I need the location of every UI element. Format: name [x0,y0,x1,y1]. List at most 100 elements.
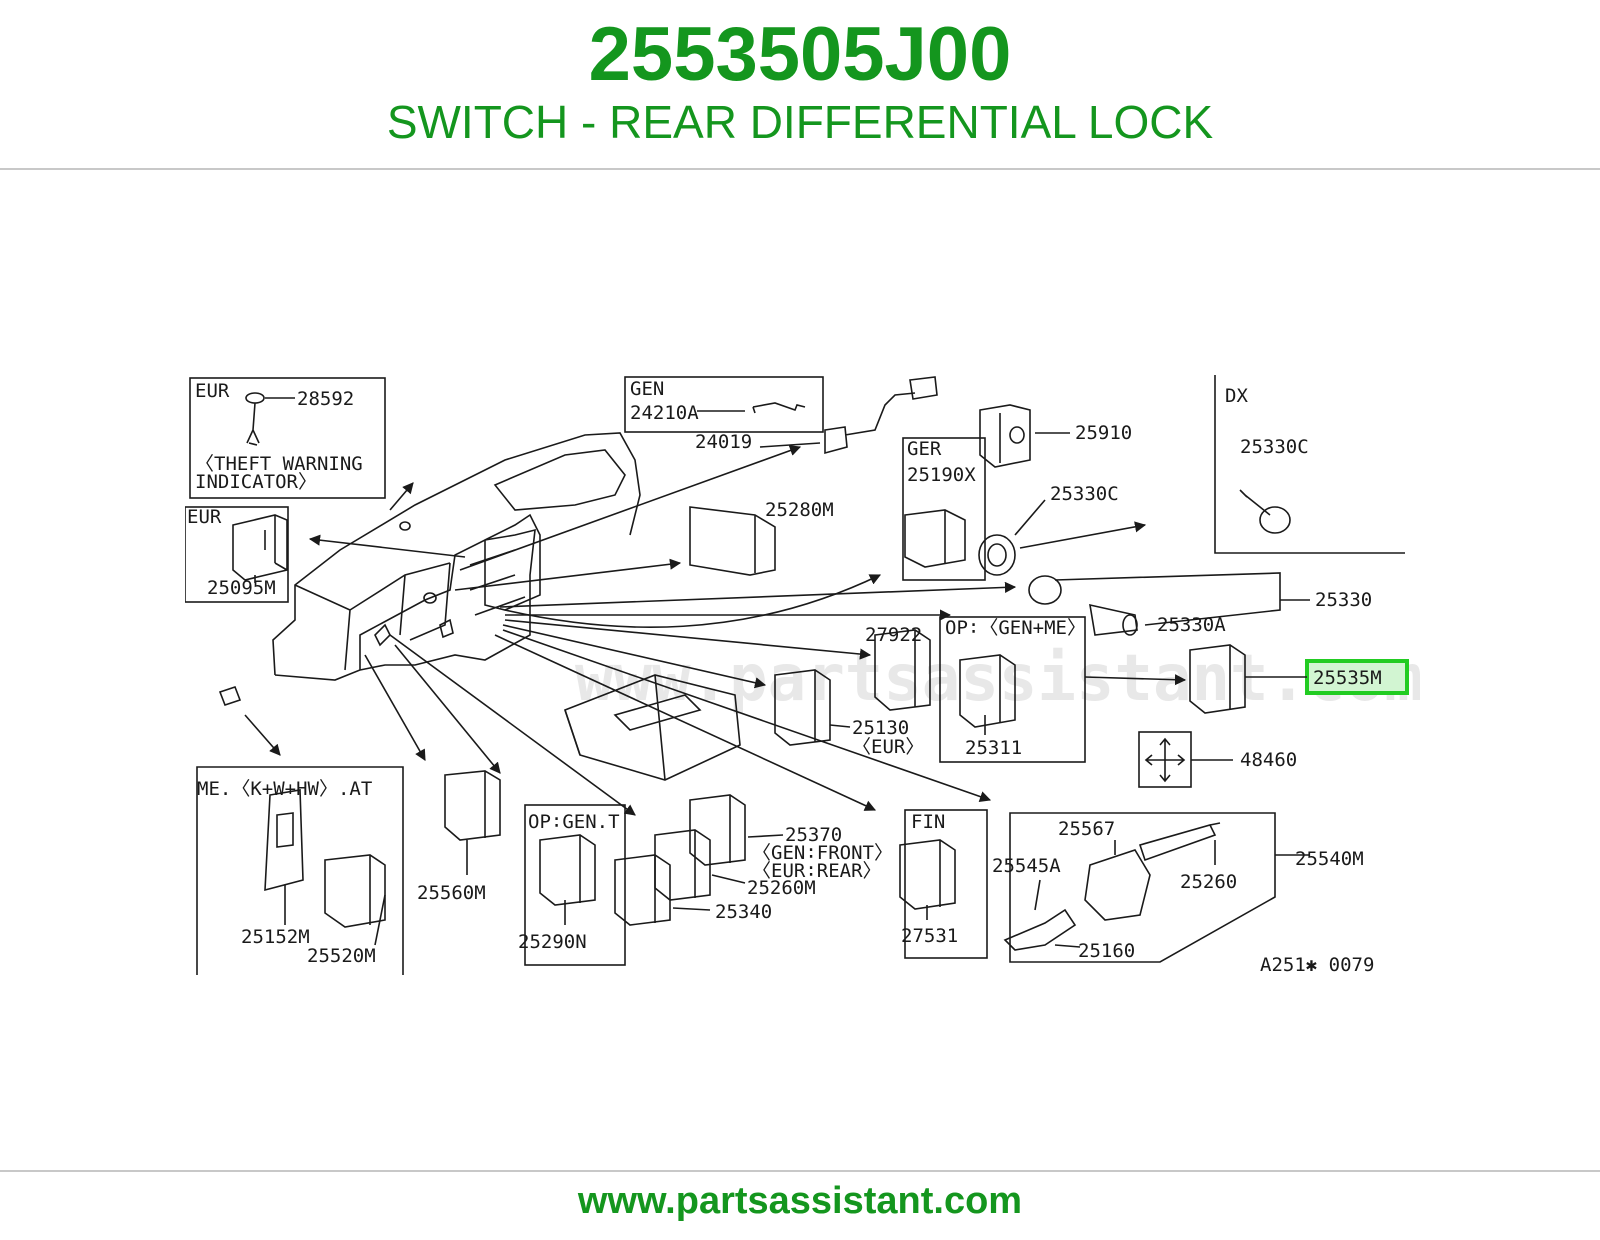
switch-25190X [904,509,966,568]
group-label-fin: FIN [911,811,945,833]
ring-25330C [978,534,1016,576]
group-box-op-gen-me [939,616,1086,763]
watermark-text: www.partsassistant.com [575,642,1420,716]
lighter-25330C-dx [1259,506,1291,534]
callout-25370-eur-rear: 〈EUR∶REAR〉 [752,860,882,882]
callout-25260: 25260 [1180,871,1237,893]
group-label-me: ME.〈K+W+HW〉.AT [197,778,372,800]
switch-25370 [689,794,746,866]
arrow-to-fin [494,634,877,811]
callout-24210A: 24210A [630,402,699,424]
switch-25280M [689,506,776,576]
arrow-to-27922 [504,619,872,660]
switch-27531 [899,839,956,910]
group-box-fin [904,809,988,959]
switch-25311 [959,654,1016,728]
arrow-to-25095M [308,534,466,558]
callout-25280M: 25280M [765,499,834,521]
callout-25095M: 25095M [207,577,276,599]
callout-25520M: 25520M [307,945,376,967]
group-box-eur-theft [189,377,386,499]
callout-25330A: 25330A [1157,614,1226,636]
callout-25567: 25567 [1058,818,1115,840]
switch-25095M [232,514,288,581]
callout-25160: 25160 [1078,940,1135,962]
wiper-lever-25260 [1138,822,1221,862]
header-divider [0,168,1600,170]
callout-25540M: 25540M [1295,848,1364,870]
part-description: SWITCH - REAR DIFFERENTIAL LOCK [386,96,1214,148]
switch-25535M [1189,644,1246,714]
callout-25190X: 25190X [907,464,976,486]
arrow-to-combination-switch [502,629,992,802]
theft-warning-line1: 〈THEFT WARNING [195,453,363,475]
arrow-to-25280M [454,558,682,591]
callout-25330: 25330 [1315,589,1372,611]
bulb-socket [218,685,242,707]
switch-27922 [874,629,931,711]
callout-25910: 25910 [1075,422,1132,444]
dashboard-outline [272,432,641,676]
callout-25535M: 25535M [1313,667,1382,689]
switch-25260M [654,829,711,901]
switch-25130 [774,669,831,746]
group-box-ger [902,437,986,581]
group-box-gen [624,376,824,433]
parts-diagram-svg: www.partsassistant.com [184,375,1423,976]
group-label-eur-top: EUR [195,380,230,402]
callout-27922: 27922 [865,624,922,646]
group-box-op-gen-t [524,804,626,966]
callout-28592: 28592 [297,388,354,410]
arrow-to-me-group [364,654,426,761]
callout-25340: 25340 [715,901,772,923]
part-number-title: 2553505J00 [588,12,1012,97]
callout-27531: 27531 [901,925,958,947]
arrow-to-theft-indicator [389,482,414,511]
callout-25260M: 25260M [747,877,816,899]
arrow-to-25330 [499,581,1017,608]
lighter-25330A [1089,603,1138,636]
highlight-box-25535M [1305,659,1409,695]
arrow-to-24019 [459,445,802,571]
panel-25152M [264,789,304,892]
figure-code: A251✱ 0079 [1260,954,1374,976]
group-label-eur-left: EUR [187,506,222,528]
switch-25290N [539,834,596,906]
group-label-op-gen-t: OP∶GEN.T [528,811,620,833]
switch-25910 [979,404,1031,468]
group-box-dx [1214,375,1405,554]
harness-24019 [824,376,938,455]
callout-25152M: 25152M [241,926,310,948]
lever-25160 [1003,908,1077,951]
switch-25340 [614,854,671,926]
group-label-gen: GEN [630,378,664,400]
arrow-to-25535M [1084,674,1187,686]
footer-website-link[interactable]: www.partsassistant.com [577,1180,1023,1222]
footer-divider [0,1170,1600,1172]
arrow-to-25190X [504,574,882,628]
parts-diagram: www.partsassistant.com [184,335,1423,1010]
arrow-to-25130 [502,624,767,689]
arrow-to-bulb [244,714,281,756]
switch-25560M [444,770,501,841]
callout-25130: 25130 [852,717,909,739]
theft-warning-line2: INDICATOR〉 [195,471,317,493]
callout-25560M: 25560M [417,882,486,904]
switch-25520M [324,854,386,928]
callout-25370: 25370 [785,824,842,846]
callout-48460: 48460 [1240,749,1297,771]
group-box-me [196,766,404,975]
arrow-to-25560M [394,644,501,774]
socket-25330 [1028,575,1062,605]
page-header: 2553505J00 SWITCH - REAR DIFFERENTIAL LO… [0,0,1600,170]
arrow-to-dx [1019,521,1147,549]
group-label-dx: DX [1225,385,1248,407]
callout-25330C-a: 25330C [1050,483,1119,505]
callout-25311: 25311 [965,737,1022,759]
theft-indicator-bulb [245,392,265,404]
callout-25130-eur-note: 〈EUR〉 [852,736,924,758]
group-box-eur-left [184,506,289,603]
callout-25290N: 25290N [518,931,587,953]
callout-25330C-b: 25330C [1240,436,1309,458]
arrow-to-25370 [389,634,636,816]
